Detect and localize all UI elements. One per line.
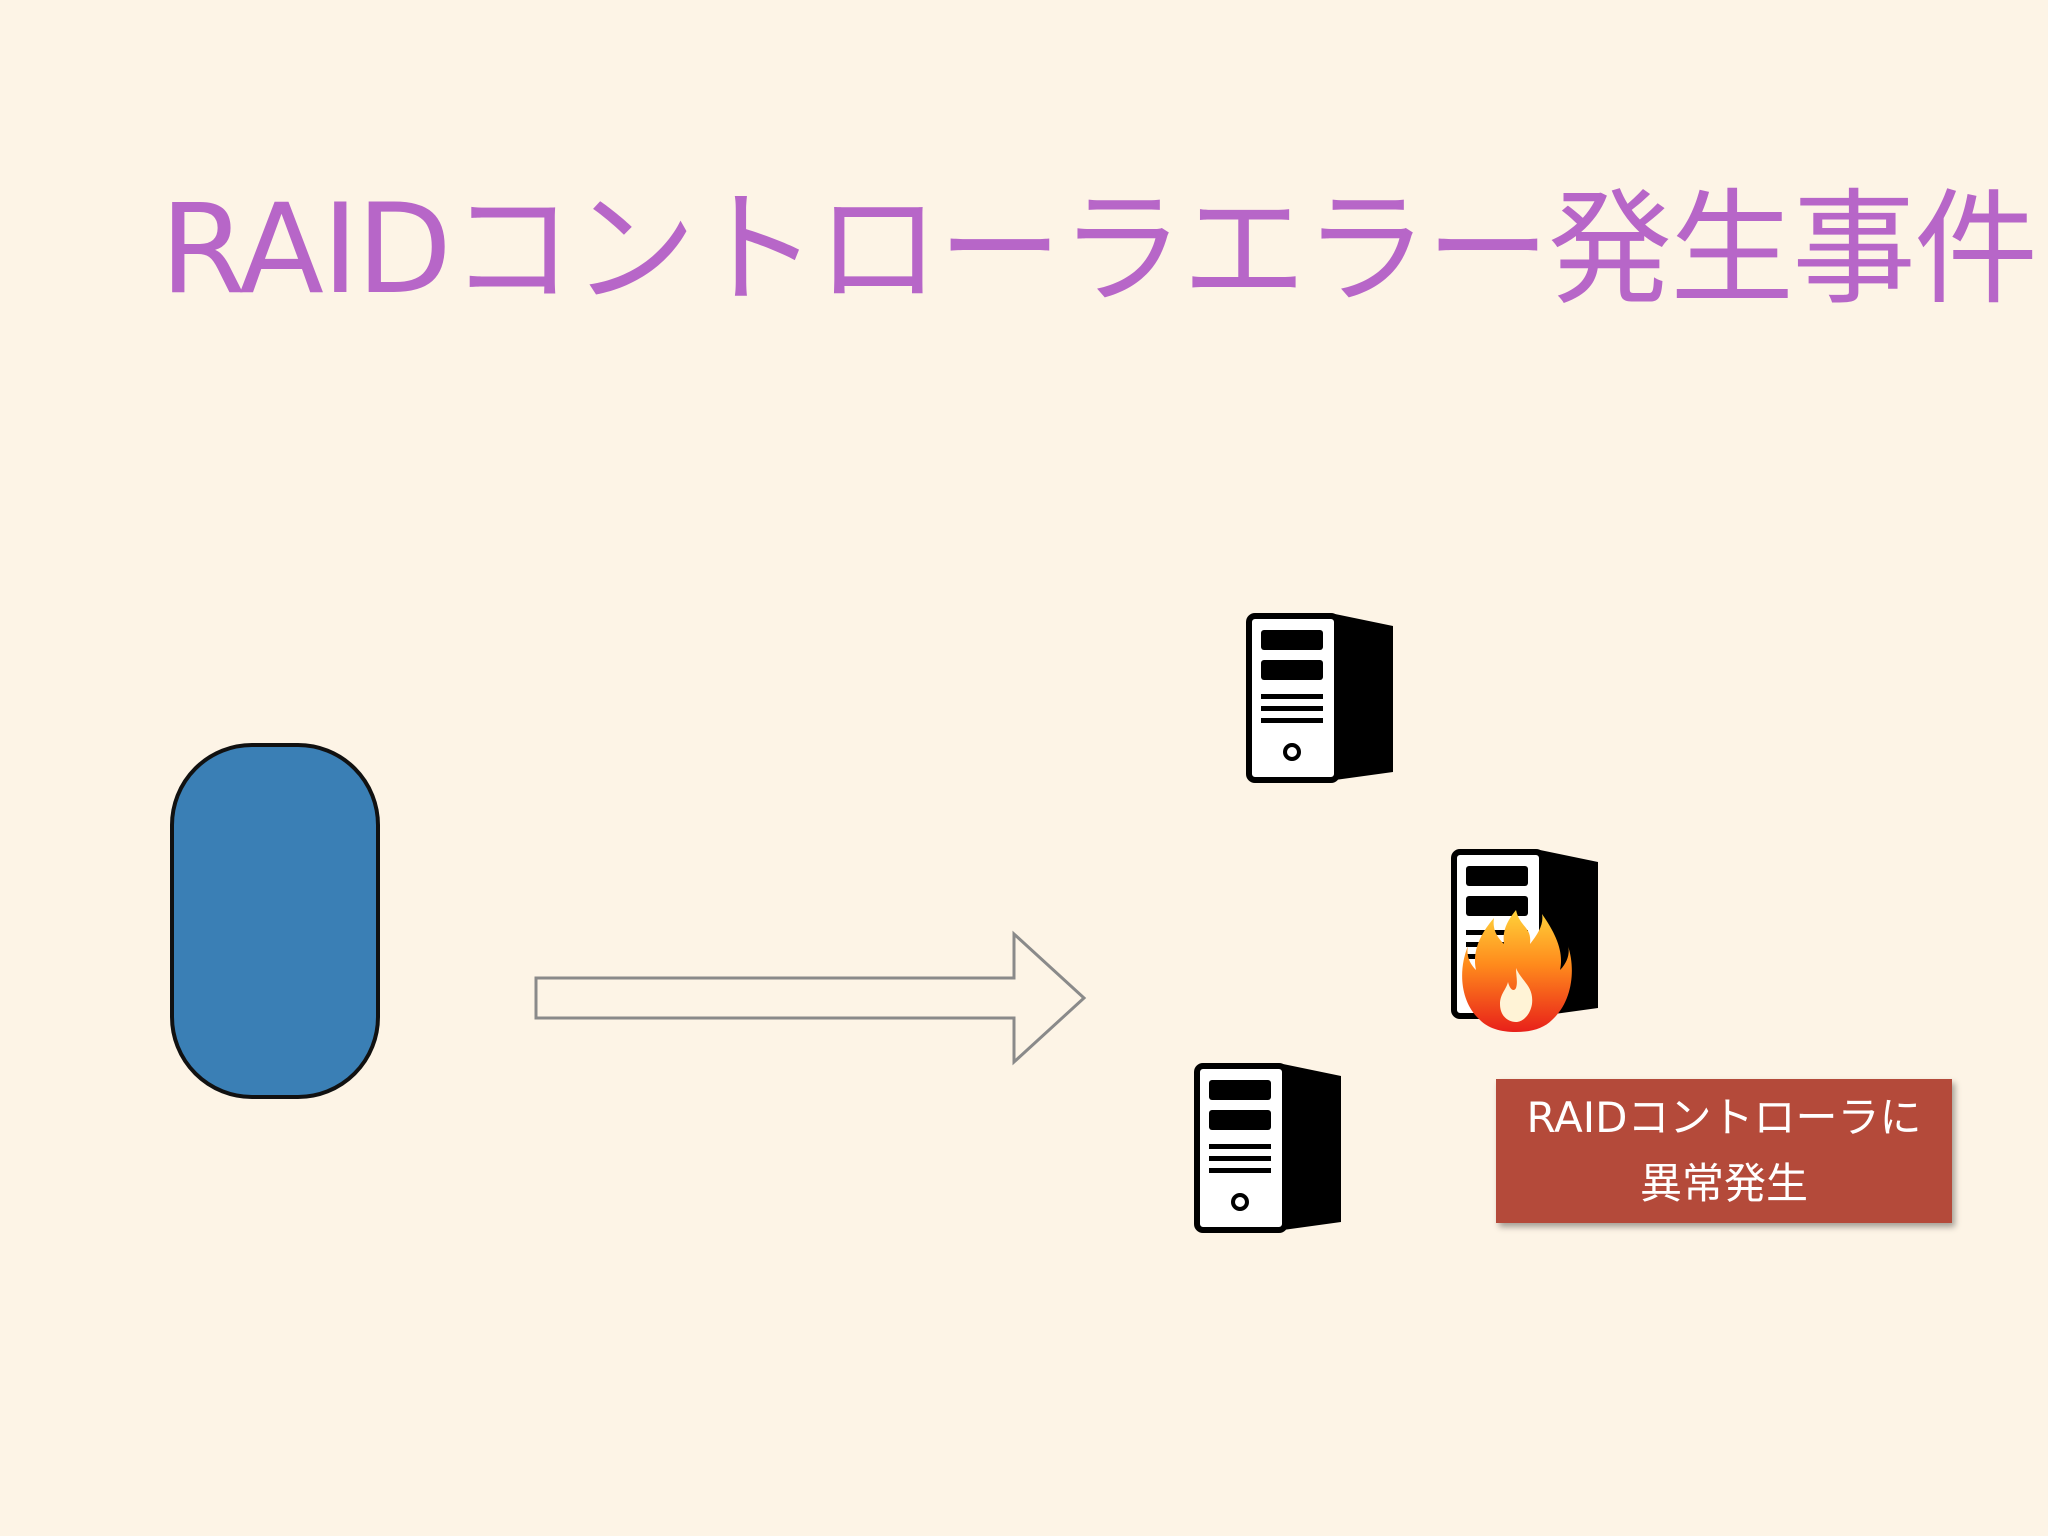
fire-icon xyxy=(1462,910,1572,1032)
right-arrow-icon xyxy=(534,930,1087,1066)
callout-line-2: 異常発生 xyxy=(1639,1159,1808,1208)
slide-title: RAIDコントローラエラー発生事件 xyxy=(160,178,2038,322)
callout-line-1: RAIDコントローラに xyxy=(1526,1093,1922,1142)
server-icon xyxy=(1194,1063,1341,1233)
server-icon xyxy=(1246,613,1393,783)
blue-rounded-block xyxy=(170,743,380,1099)
raid-error-callout: RAIDコントローラに 異常発生 xyxy=(1496,1079,1952,1223)
